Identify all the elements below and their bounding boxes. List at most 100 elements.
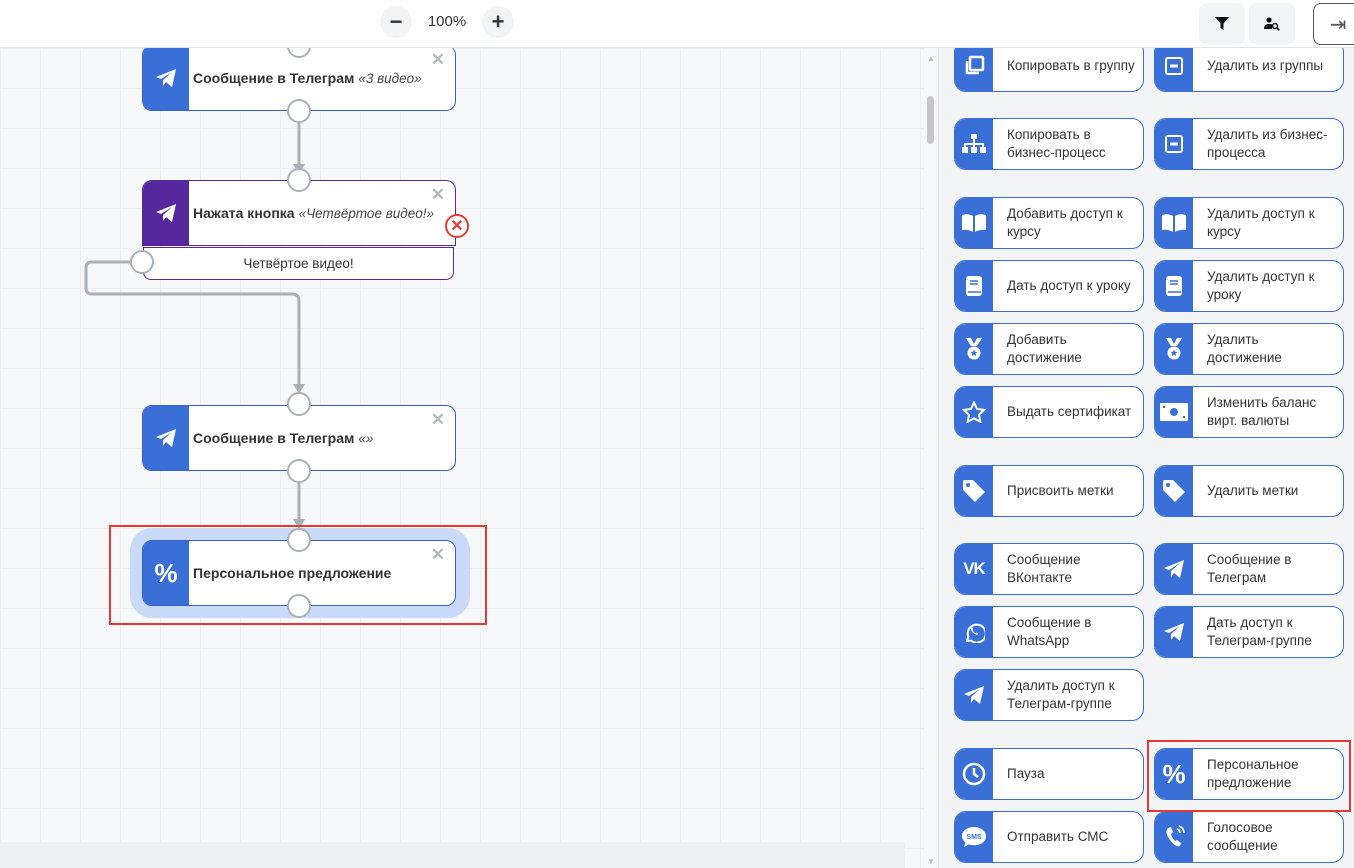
- action-label: Удалить доступ к Телеграм-группе: [1007, 678, 1115, 711]
- flow-node-telegram-message[interactable]: Сообщение в Телеграм«3 видео» ✕: [142, 48, 456, 111]
- action-whatsapp-button[interactable]: Сообщение в WhatsApp: [954, 606, 1144, 658]
- action-label: Сообщение ВКонтакте: [1007, 552, 1081, 585]
- action-book-open-button[interactable]: Добавить доступ к курсу: [954, 197, 1144, 249]
- output-port[interactable]: [287, 594, 311, 618]
- action-label: Добавить достижение: [1007, 332, 1082, 365]
- action-label: Удалить доступ к курсу: [1207, 206, 1315, 239]
- node-title: Персональное предложение: [193, 565, 392, 581]
- action-sms-button[interactable]: SMS Отправить СМС: [954, 811, 1144, 863]
- delete-node-icon[interactable]: ✕: [430, 185, 445, 204]
- action-telegram-button[interactable]: Дать доступ к Телеграм-группе: [1154, 606, 1344, 658]
- error-icon[interactable]: ✕: [445, 214, 469, 238]
- flow-canvas[interactable]: Сообщение в Телеграм«3 видео» ✕ Нажата к…: [0, 48, 938, 868]
- action-clock-button[interactable]: Пауза: [954, 748, 1144, 800]
- action-label: Дать доступ к уроку: [1007, 278, 1131, 293]
- action-star-button[interactable]: Выдать сертификат: [954, 386, 1144, 438]
- input-port[interactable]: [287, 392, 311, 416]
- output-port[interactable]: [287, 99, 311, 123]
- action-telegram-button[interactable]: Сообщение в Телеграм: [1154, 543, 1344, 595]
- horizontal-scrollbar[interactable]: [0, 842, 905, 868]
- delete-node-icon[interactable]: ✕: [430, 410, 445, 429]
- telegram-icon: [143, 48, 189, 110]
- action-label: Персональное предложение: [1207, 757, 1299, 790]
- output-port[interactable]: [130, 250, 154, 274]
- action-minus-square-button[interactable]: Удалить из группы: [1154, 48, 1344, 92]
- telegram-icon: [1155, 607, 1193, 657]
- action-label: Удалить достижение: [1207, 332, 1282, 365]
- book-open-icon: [955, 198, 993, 248]
- book-open-icon: [1155, 198, 1193, 248]
- action-label: Сообщение в Телеграм: [1207, 552, 1292, 585]
- node-title: Сообщение в Телеграм«3 видео»: [193, 70, 422, 86]
- user-search-button[interactable]: [1249, 3, 1295, 45]
- money-icon: [1155, 387, 1193, 437]
- collapse-panel-button[interactable]: ⇥: [1313, 3, 1354, 45]
- action-book-button[interactable]: Удалить доступ к уроку: [1154, 260, 1344, 312]
- telegram-icon: [955, 670, 993, 720]
- svg-text:SMS: SMS: [966, 834, 982, 841]
- book-icon: [955, 261, 993, 311]
- action-book-open-button[interactable]: Удалить доступ к курсу: [1154, 197, 1344, 249]
- sitemap-icon: [955, 119, 993, 169]
- vk-icon: VK: [955, 544, 993, 594]
- filter-button[interactable]: [1199, 3, 1245, 45]
- star-icon: [955, 387, 993, 437]
- action-tag-button[interactable]: Удалить метки: [1154, 465, 1344, 517]
- telegram-icon: [143, 181, 189, 245]
- action-sitemap-button[interactable]: Копировать в бизнес-процесс: [954, 118, 1144, 170]
- action-phone-button[interactable]: Голосовое сообщение: [1154, 811, 1344, 863]
- medal-icon: [1155, 324, 1193, 374]
- telegram-icon: [143, 406, 189, 470]
- action-tag-button[interactable]: Присвоить метки: [954, 465, 1144, 517]
- percent-icon: %: [143, 541, 189, 605]
- delete-node-icon[interactable]: ✕: [430, 50, 445, 69]
- medal-icon: [955, 324, 993, 374]
- sms-icon: SMS: [955, 812, 993, 862]
- node-subtitle: «3 видео»: [358, 70, 422, 86]
- copy-icon: [955, 48, 993, 91]
- action-label: Выдать сертификат: [1007, 404, 1132, 419]
- connectors: [84, 123, 305, 529]
- scrollbar-thumb[interactable]: [927, 96, 934, 144]
- connector-line: [84, 260, 301, 386]
- action-label: Отправить СМС: [1007, 829, 1109, 844]
- vertical-scrollbar[interactable]: ▲ ▼: [924, 48, 938, 868]
- action-minus-square-button[interactable]: Удалить из бизнес-процесса: [1154, 118, 1344, 170]
- node-button-option[interactable]: Четвёртое видео!: [143, 247, 454, 280]
- action-label: Удалить из группы: [1207, 58, 1324, 73]
- action-label: Копировать в бизнес-процесс: [1007, 127, 1106, 160]
- action-medal-button[interactable]: Удалить достижение: [1154, 323, 1344, 375]
- minus-square-icon: [1155, 48, 1193, 91]
- tag-icon: [955, 466, 993, 516]
- user-search-icon: [1264, 17, 1280, 31]
- tag-icon: [1155, 466, 1193, 516]
- action-label: Пауза: [1007, 766, 1045, 781]
- input-port[interactable]: [287, 528, 311, 552]
- action-label: Удалить метки: [1207, 483, 1299, 498]
- action-percent-button[interactable]: %Персональное предложение: [1154, 748, 1344, 800]
- filter-icon: [1215, 17, 1229, 30]
- zoom-level: 100%: [427, 13, 467, 30]
- phone-icon: [1155, 812, 1193, 862]
- output-port[interactable]: [287, 459, 311, 483]
- action-money-button[interactable]: Изменить баланс вирт. валюты: [1154, 386, 1344, 438]
- action-copy-button[interactable]: Копировать в группу: [954, 48, 1144, 92]
- zoom-out-button[interactable]: −: [380, 6, 412, 38]
- node-subtitle: «Четвёртое видео!»: [298, 205, 434, 221]
- input-port[interactable]: [287, 168, 311, 192]
- action-label: Голосовое сообщение: [1207, 820, 1278, 853]
- zoom-in-button[interactable]: +: [482, 6, 514, 38]
- action-label: Присвоить метки: [1007, 483, 1114, 498]
- action-vk-button[interactable]: VK Сообщение ВКонтакте: [954, 543, 1144, 595]
- toolbar: − 100% + ⇥: [0, 0, 1354, 48]
- node-title: Сообщение в Телеграм«»: [193, 430, 374, 446]
- delete-node-icon[interactable]: ✕: [430, 545, 445, 564]
- action-label: Добавить доступ к курсу: [1007, 206, 1123, 239]
- minus-square-icon: [1155, 119, 1193, 169]
- book-icon: [1155, 261, 1193, 311]
- action-telegram-button[interactable]: Удалить доступ к Телеграм-группе: [954, 669, 1144, 721]
- action-book-button[interactable]: Дать доступ к уроку: [954, 260, 1144, 312]
- clock-icon: [955, 749, 993, 799]
- action-medal-button[interactable]: Добавить достижение: [954, 323, 1144, 375]
